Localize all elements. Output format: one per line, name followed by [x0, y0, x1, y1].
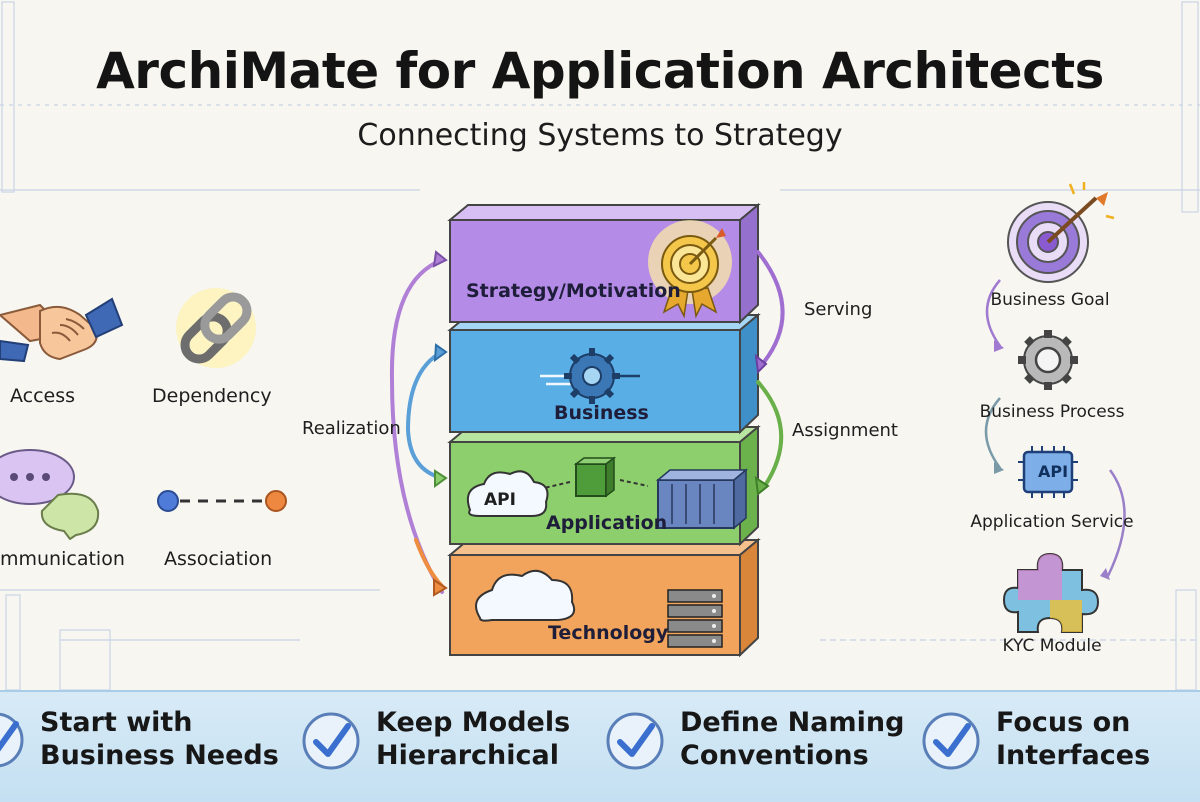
application-layer-label: Application [546, 512, 668, 534]
communication-label: mmunication [0, 548, 125, 570]
layer-stack [447, 202, 761, 658]
technology-layer-label: Technology [548, 622, 669, 644]
association-label: Association [164, 548, 273, 570]
handshake-icon [0, 297, 124, 363]
api-cloud-label: API [484, 490, 516, 510]
component-cube-icon [573, 456, 617, 498]
kyc-module-label: KYC Module [1002, 636, 1102, 656]
realization-label: Realization [302, 418, 401, 439]
check-icon [922, 712, 980, 770]
application-service-chip-icon [1018, 446, 1078, 498]
application-service-label: Application Service [970, 512, 1134, 532]
gear-icon [540, 348, 640, 404]
check-icon [302, 712, 360, 770]
page-subtitle: Connecting Systems to Strategy [357, 118, 843, 153]
server-rack-icon [667, 589, 723, 648]
strategy-layer-label: Strategy/Motivation [466, 280, 681, 302]
check-icon [0, 712, 24, 768]
relationship-arrows [389, 250, 785, 597]
data-container-icon [655, 468, 749, 530]
dependency-label: Dependency [152, 385, 272, 407]
chain-diagram [984, 182, 1126, 633]
business-layer-label: Business [554, 402, 649, 424]
kyc-module-puzzle-icon [1002, 552, 1100, 633]
page-title: ArchiMate for Application Architects [96, 42, 1104, 100]
target-icon [648, 220, 732, 319]
speech-bubbles-icon [0, 449, 100, 540]
business-goal-label: Business Goal [990, 290, 1110, 310]
assignment-label: Assignment [792, 420, 898, 441]
chain-link-icon [176, 288, 256, 368]
association-line-icon [157, 490, 287, 512]
business-process-icon [1018, 330, 1078, 390]
cloud-icon [475, 569, 576, 622]
access-label: Access [10, 385, 76, 407]
check-icon [606, 712, 664, 770]
api-cloud-icon [466, 470, 549, 517]
business-goal-icon [1007, 182, 1115, 283]
business-process-label: Business Process [979, 402, 1125, 422]
application-service-chip-label: API [1037, 462, 1069, 481]
serving-label: Serving [804, 299, 873, 320]
